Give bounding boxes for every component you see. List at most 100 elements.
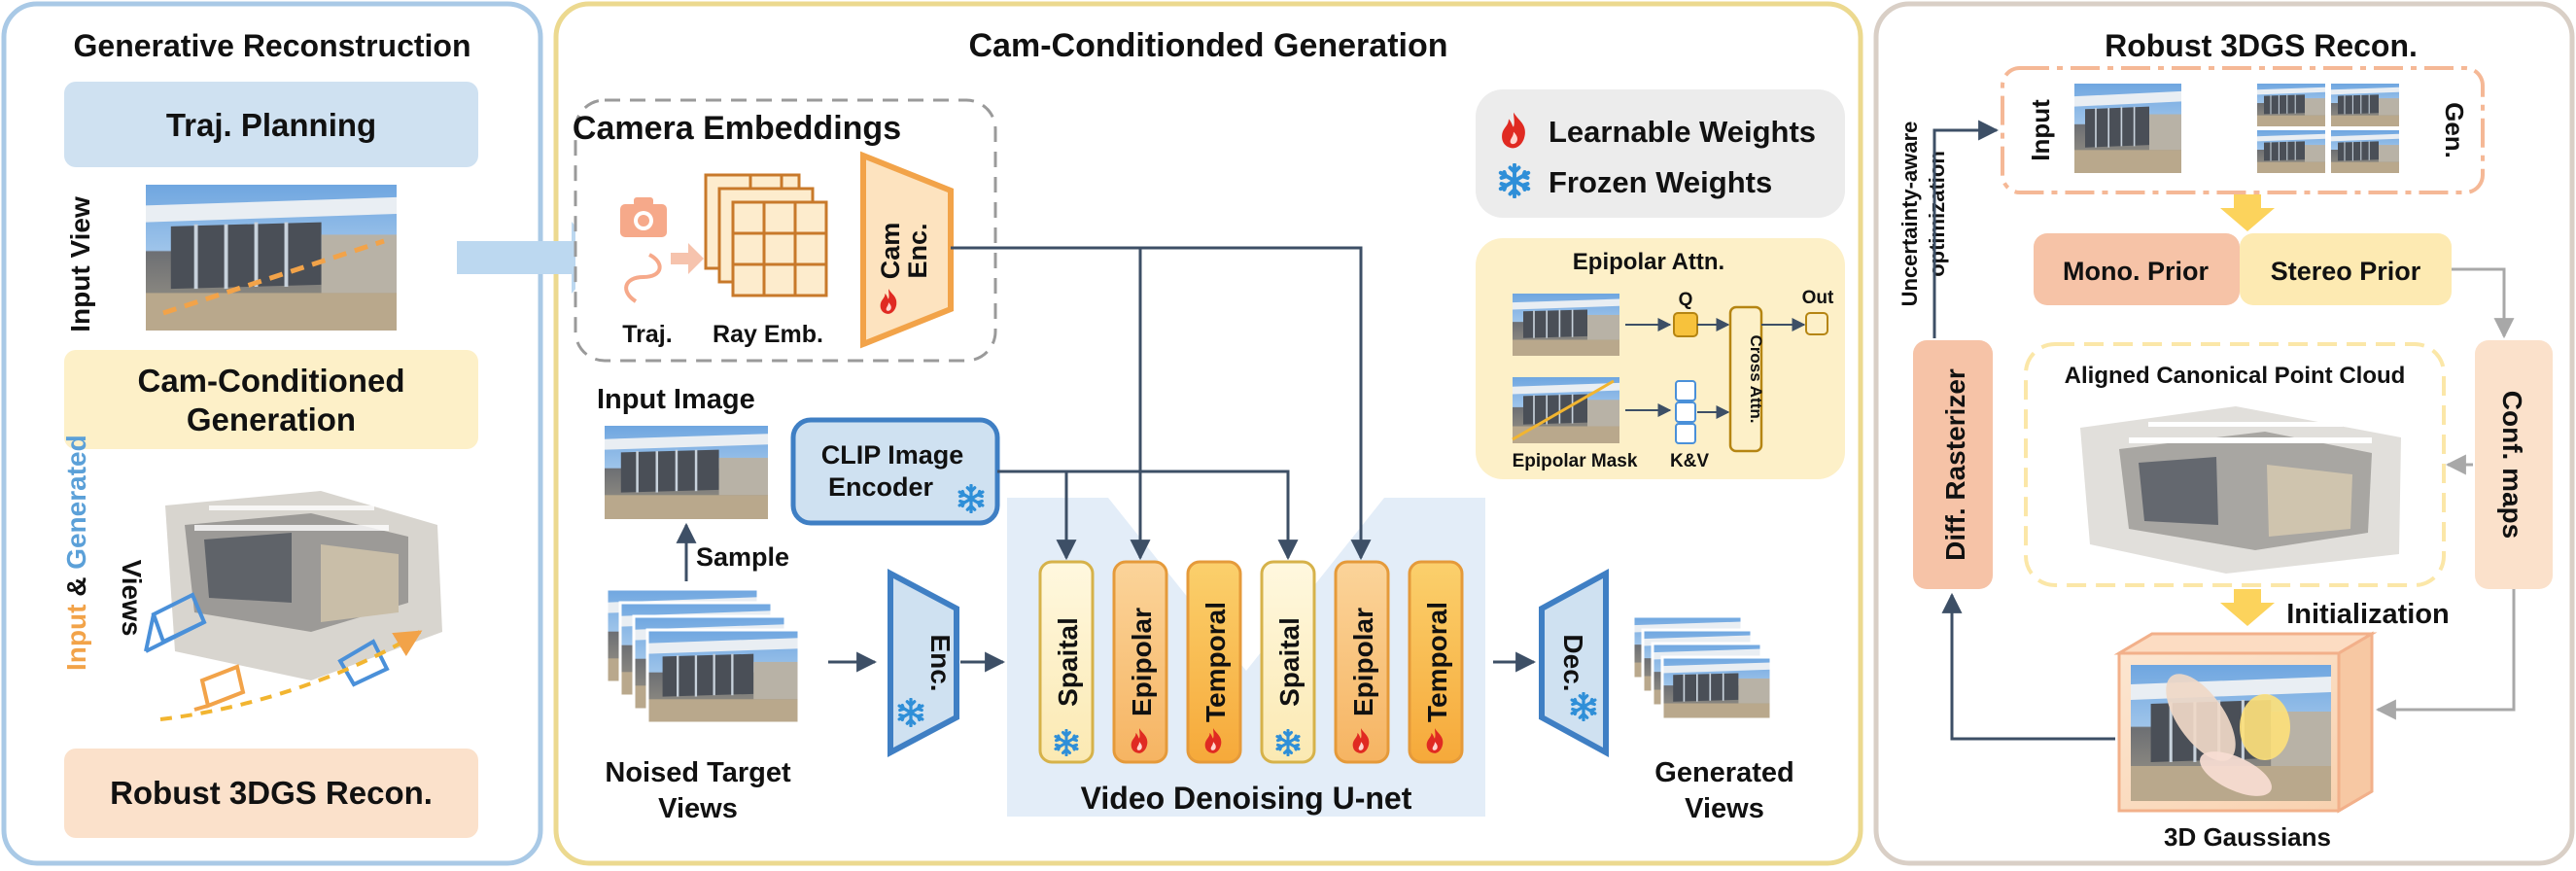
traj-label: Traj. <box>622 321 672 348</box>
out-label: Out <box>1802 288 1834 308</box>
robust-recon-box <box>64 749 478 838</box>
q-label: Q <box>1679 290 1693 310</box>
cam-conditioned-box <box>64 350 478 449</box>
mono-prior-label: Mono. Prior <box>2063 257 2209 286</box>
legend-learnable-label: Learnable Weights <box>1549 115 1816 149</box>
epipolar-mask-label: Epipolar Mask <box>1513 451 1638 471</box>
cam-encoder-connectors <box>951 246 1372 561</box>
unet-label: Video Denoising U-net <box>1081 781 1412 816</box>
left-panel-title: Generative Reconstruction <box>74 28 471 63</box>
input-generated-views-label: Input & Generated <box>61 435 91 671</box>
views-amp: & <box>61 570 91 605</box>
svg-text:Input & Generated: Input & Generated <box>61 435 91 671</box>
kv-label: K&V <box>1670 451 1709 471</box>
unet-block-label: Temporal <box>1422 602 1452 722</box>
robust-recon-label: Robust 3DGS Recon. <box>110 775 433 811</box>
input-view-trajectory <box>162 238 385 316</box>
output-token <box>1805 312 1828 335</box>
input-box-label: Input <box>2026 99 2055 161</box>
unet-block-4: Spaital <box>1260 560 1316 764</box>
unet-block-label: Temporal <box>1201 602 1231 722</box>
aligned-point-cloud-label: Aligned Canonical Point Cloud <box>2065 363 2406 389</box>
sample-label: Sample <box>696 542 789 572</box>
unet-block-label: Spaital <box>1053 617 1083 707</box>
epipolar-query-image <box>1513 294 1619 356</box>
gaussians-label: 3D Gaussians <box>2164 822 2331 852</box>
unet-block-3: Temporal <box>1186 560 1242 764</box>
conf-to-gaussians-arrow <box>2375 589 2516 720</box>
traj-to-ray-arrow <box>671 243 704 274</box>
epipolar-line <box>1512 379 1615 441</box>
initialization-label: Initialization <box>2286 599 2450 630</box>
right-panel-title: Robust 3DGS Recon. <box>2105 28 2418 63</box>
cam-conditioned-label-line1: Cam-Conditioned <box>138 363 405 399</box>
gaussians-cube <box>2113 631 2378 814</box>
ray-embedding-grids <box>704 173 828 297</box>
cam-enc-label-line1: Cam <box>876 223 905 280</box>
input-image-thumb <box>605 426 768 519</box>
clip-encoder-box <box>790 417 1000 526</box>
views-generated-word: Generated <box>61 435 91 570</box>
conf-maps-box <box>2475 340 2553 589</box>
clip-label-line1: CLIP Image <box>821 440 964 470</box>
optimization-arrow <box>1932 120 2000 338</box>
gen-box-label: Gen. <box>2440 102 2469 158</box>
stereo-prior-label: Stereo Prior <box>2271 257 2421 286</box>
input-view-image <box>146 185 397 331</box>
stereo-to-conf-arrow <box>2452 267 2515 339</box>
decoder-trapezoid <box>1539 568 1609 758</box>
clip-label-line2: Encoder <box>828 472 934 502</box>
unet-block-5: Epipolar <box>1334 560 1390 764</box>
flow-arrow-large <box>457 222 603 294</box>
encoder-trapezoid <box>888 569 959 757</box>
noised-target-views-stack <box>605 587 801 725</box>
diff-rasterizer-box <box>1913 340 1993 589</box>
input-image-label: Input Image <box>597 384 755 415</box>
unet-block-6: Temporal <box>1408 560 1464 764</box>
cam-conditioned-label-line2: Generation <box>187 401 356 437</box>
middle-panel: Cam-Conditionded Generation Camera Embed… <box>457 1 1863 866</box>
enc-label: Enc. <box>925 634 956 691</box>
views-input-word: Input <box>61 605 91 671</box>
camera-embeddings-title: Camera Embeddings <box>573 110 901 147</box>
dec-label: Dec. <box>1558 634 1588 691</box>
middle-panel-title: Cam-Conditionded Generation <box>969 27 1448 64</box>
left-camera-frustums <box>144 592 390 712</box>
input-view-label: Input View <box>65 196 95 332</box>
views-word: Views <box>117 560 147 637</box>
traj-planning-box <box>64 82 478 167</box>
down-arrow-priors <box>2220 194 2275 231</box>
left-panel: Generative Reconstruction Traj. Planning… <box>1 1 543 866</box>
aligned-point-cloud-graphic <box>2080 406 2401 574</box>
noised-target-label-line1: Noised Target <box>605 757 791 788</box>
unet-block-2: Epipolar <box>1112 560 1168 764</box>
ray-emb-label: Ray Emb. <box>713 321 823 348</box>
clip-connectors <box>997 470 1299 561</box>
unet-block-1: Spaital <box>1038 560 1095 764</box>
left-point-cloud <box>165 491 442 680</box>
generated-views-stack <box>1631 614 1773 721</box>
uncertainty-label-line1: Uncertainty-aware <box>1897 122 1922 307</box>
cross-attn-label: Cross Attn. <box>1747 335 1765 424</box>
down-arrow-init <box>2220 589 2275 626</box>
mono-prior-box <box>2034 233 2240 305</box>
unet-block-label: Epipolar <box>1127 608 1157 716</box>
unet-notch <box>1108 498 1384 595</box>
epipolar-attn-title: Epipolar Attn. <box>1573 249 1724 275</box>
traj-planning-label: Traj. Planning <box>166 107 376 143</box>
unet-block-label: Epipolar <box>1348 608 1378 716</box>
diff-rasterizer-label: Diff. Rasterizer <box>1940 368 1970 561</box>
kv-tokens <box>1675 380 1696 444</box>
legend-frozen-label: Frozen Weights <box>1549 165 1772 199</box>
input-thumb <box>2074 84 2181 173</box>
generated-views-label-line2: Views <box>1685 793 1764 824</box>
stereo-prior-box <box>2240 233 2452 305</box>
uncertainty-label-line2: optimization <box>1925 151 1949 277</box>
query-token <box>1673 312 1698 337</box>
right-panel: Robust 3DGS Recon. Input Gen. Mono. Prio… <box>1873 1 2575 866</box>
conf-maps-label: Conf. maps <box>2497 391 2527 539</box>
camera-icon <box>620 197 667 237</box>
unet-block-label: Spaital <box>1274 617 1305 707</box>
cam-enc-label-line2: Enc. <box>903 223 932 278</box>
